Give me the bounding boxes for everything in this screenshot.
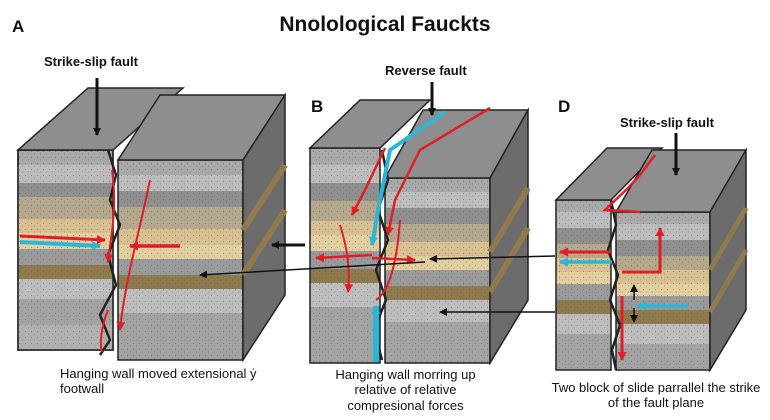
panel-b-caption: Hanging wall morring up relative of rela…	[335, 367, 476, 413]
panel-a-label: Strike-slip fault	[44, 54, 138, 69]
panel-d-label: Strike-slip fault	[620, 115, 714, 130]
block-d-left-front	[555, 199, 612, 371]
block-d-right-front	[615, 211, 711, 371]
block-a-right-front	[117, 159, 244, 361]
block-a-left-front	[17, 149, 114, 351]
block-a	[16, 78, 288, 363]
panel-b-letter: B	[311, 97, 324, 116]
connector-arrows	[199, 241, 556, 316]
block-b	[308, 82, 531, 366]
panel-a-letter: A	[12, 17, 25, 36]
diagram-title: Nnolological Fauckts	[279, 13, 491, 36]
block-d	[554, 133, 749, 373]
block-b-right-front	[384, 177, 491, 364]
panel-a-caption: Hanging wall moved extensional ẏ footwal…	[60, 366, 257, 397]
panel-d-letter: D	[558, 97, 571, 116]
panel-b-label: Reverse fault	[385, 63, 467, 78]
panel-d-caption: Two block of slide parrallel the strike …	[551, 380, 761, 411]
